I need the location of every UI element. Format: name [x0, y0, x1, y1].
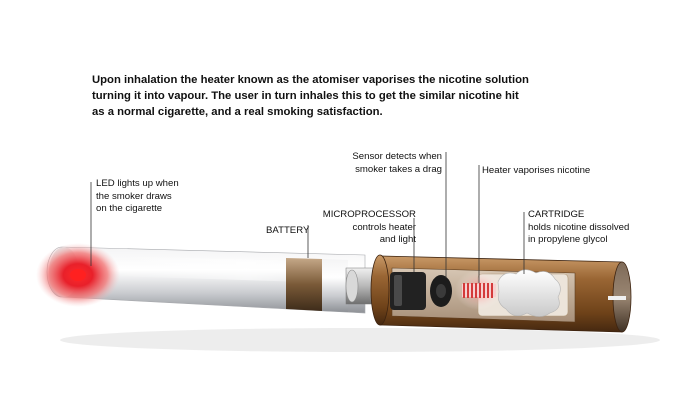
cigarette-body: [46, 246, 366, 314]
label-line: Sensor detects when: [352, 151, 442, 162]
label-line: on the cigarette: [96, 203, 163, 214]
leader-lines: [90, 152, 525, 283]
heater-coil: [455, 270, 503, 310]
headline: Upon inhalation the heater known as the …: [92, 72, 562, 120]
label-line: controls heater: [352, 221, 416, 233]
battery-label: BATTERY: [266, 225, 309, 238]
headline-line: Upon inhalation the heater known as the …: [92, 74, 529, 86]
label-line: BATTERY: [266, 225, 310, 236]
headline-line: as a normal cigarette, and a real smokin…: [92, 106, 383, 118]
battery: [286, 258, 348, 312]
heater-label: Heater vaporises nicotine: [482, 165, 590, 178]
led-tip: [36, 243, 120, 307]
label-line: smoker takes a drag: [355, 163, 442, 175]
led-label: LED lights up when the smoker draws on t…: [96, 178, 179, 216]
label-line: CARTRIDGE: [528, 209, 585, 220]
microprocessor-label: MICROPROCESSOR controls heater and light: [310, 209, 416, 247]
ground-shadow: [60, 328, 660, 352]
microprocessor-chip: [390, 272, 426, 310]
label-line: LED lights up when: [96, 178, 179, 189]
label-line: MICROPROCESSOR: [322, 209, 416, 220]
sensor-disc: [430, 275, 452, 307]
headline-line: turning it into vapour. The user in turn…: [92, 90, 519, 102]
nicotine-wick: [497, 269, 561, 317]
label-line: the smoker draws: [96, 190, 172, 202]
sensor-label: Sensor detects when smoker takes a drag: [340, 151, 442, 176]
label-line: holds nicotine dissolved: [528, 221, 630, 233]
label-line: Heater vaporises nicotine: [482, 165, 591, 176]
connector: [345, 267, 375, 305]
label-line: in propylene glycol: [528, 234, 608, 245]
label-line: and light: [379, 234, 416, 245]
cartridge-label: CARTRIDGE holds nicotine dissolved in pr…: [528, 209, 629, 247]
